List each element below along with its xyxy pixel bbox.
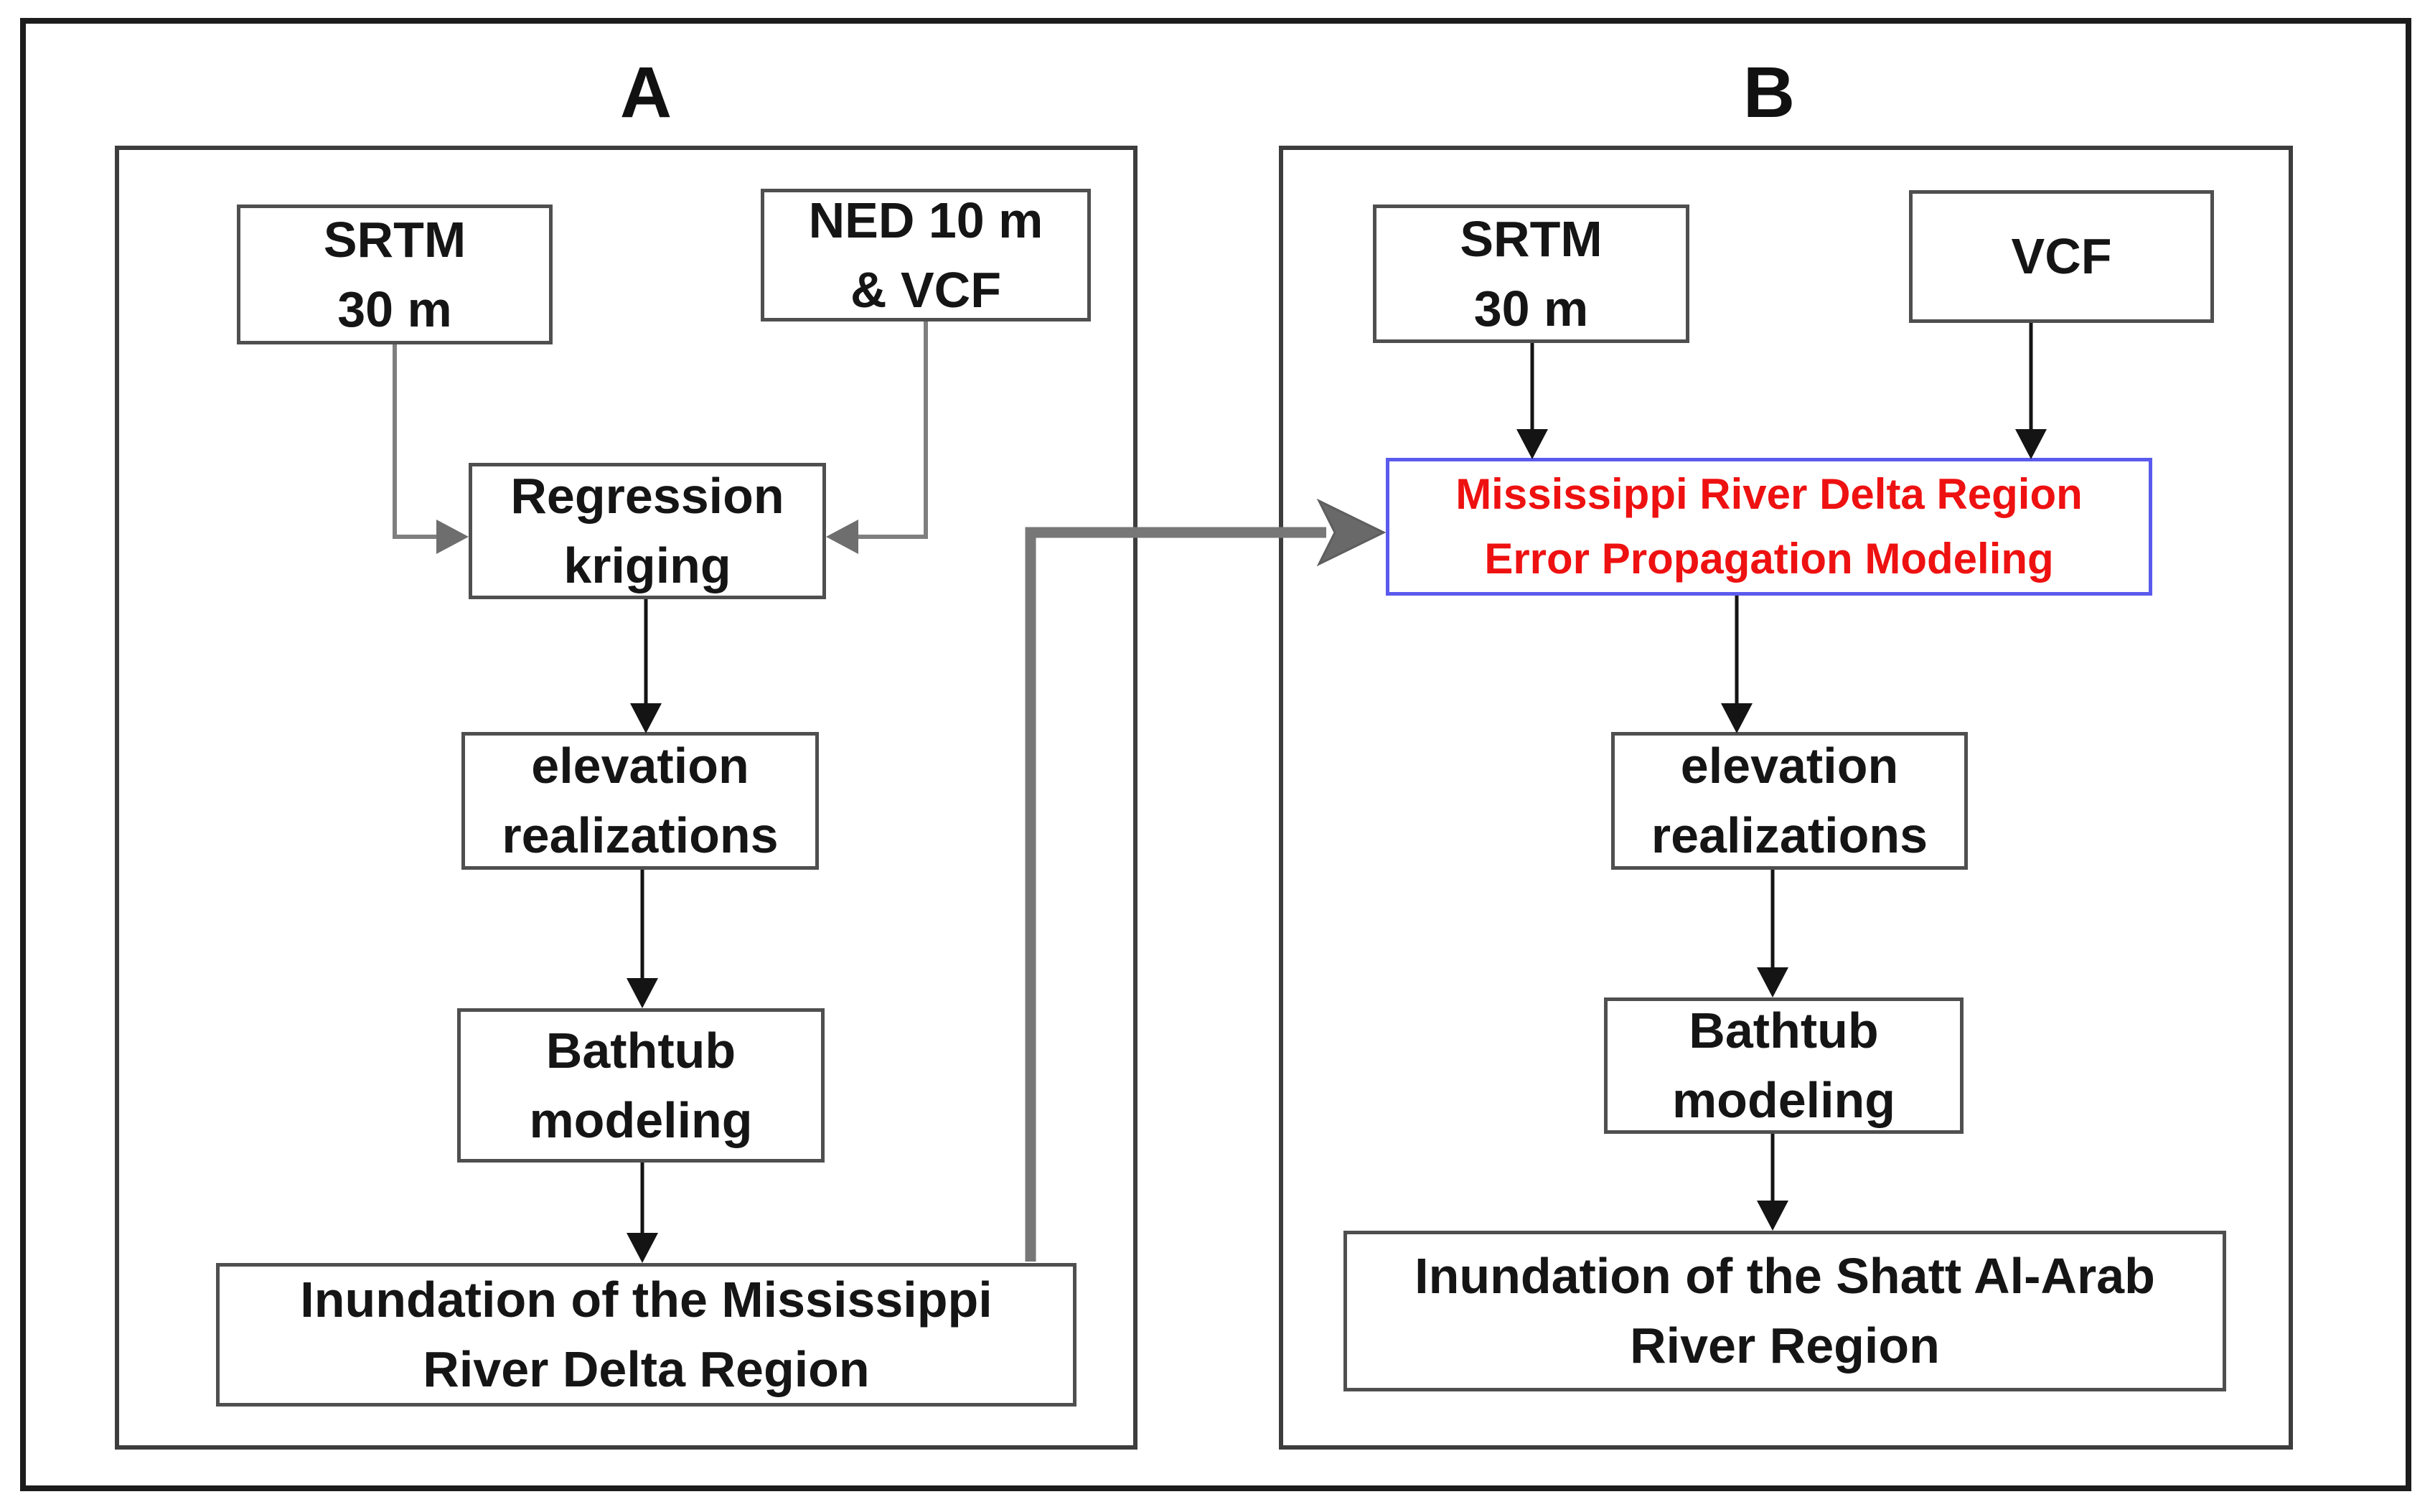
node-error-propagation-modeling: Mississippi River Delta Region Error Pro… [1386, 458, 2152, 596]
node-bathtub-modeling-b: Bathtub modeling [1604, 997, 1964, 1134]
node-ned-10m-vcf: NED 10 m & VCF [761, 189, 1091, 321]
figure-outer-border [20, 18, 2411, 1491]
node-inundation-mississippi: Inundation of the Mississippi River Delt… [216, 1263, 1076, 1407]
panel-a-label: A [619, 52, 672, 133]
node-elevation-realizations-a: elevation realizations [461, 732, 819, 870]
node-srtm-30m-b: SRTM 30 m [1373, 205, 1689, 343]
panel-b-label: B [1742, 52, 1796, 133]
node-inundation-shatt-al-arab: Inundation of the Shatt Al-Arab River Re… [1343, 1231, 2226, 1391]
node-regression-kriging: Regression kriging [469, 463, 826, 599]
node-vcf: VCF [1909, 190, 2214, 323]
node-bathtub-modeling-a: Bathtub modeling [457, 1008, 825, 1163]
node-elevation-realizations-b: elevation realizations [1611, 732, 1968, 870]
node-srtm-30m-a: SRTM 30 m [237, 205, 553, 344]
